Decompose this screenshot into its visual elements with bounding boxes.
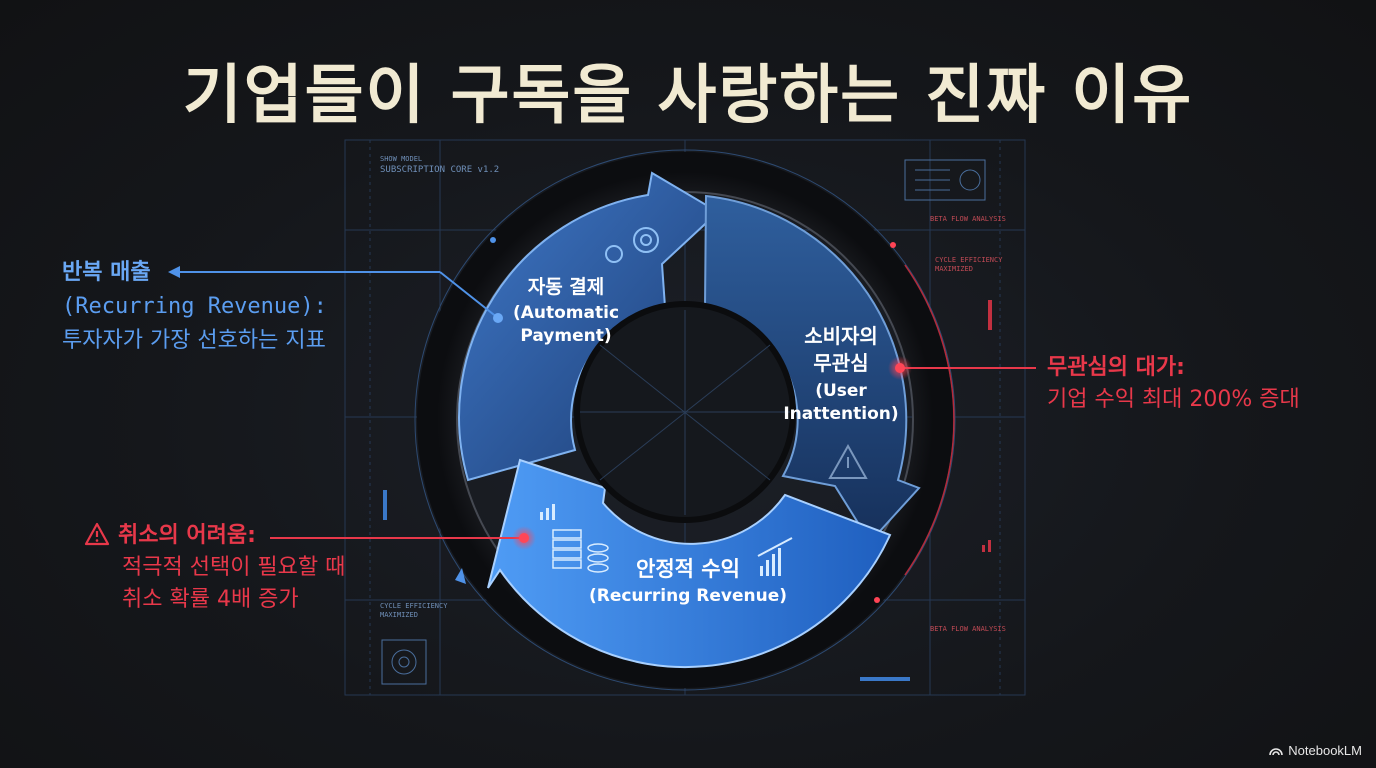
blueprint-target-icon — [382, 640, 426, 684]
segment-label-inattention-ko1: 소비자의 — [804, 324, 878, 348]
red-bar-indicator — [982, 300, 992, 552]
flow-tag-top: BETA FLOW ANALYSIS — [930, 215, 1006, 223]
warning-icon — [84, 522, 110, 546]
callout-cancel-difficulty: 취소의 어려움: 적극적 선택이 필요할 때 취소 확률 4배 증가 — [84, 520, 345, 616]
blue-marker-top — [490, 237, 496, 243]
segment-label-automatic-payment-ko: 자동 결제 — [528, 276, 605, 298]
notebooklm-logo-icon — [1269, 746, 1283, 756]
model-tag-line2: SUBSCRIPTION CORE v1.2 — [380, 165, 499, 175]
callout-inattention-heading: 무관심의 대가: — [1047, 352, 1300, 384]
callout-recurring-revenue: 반복 매출 (Recurring Revenue): 투자자가 가장 선호하는 … — [62, 256, 327, 358]
callout-recurring-body: 투자자가 가장 선호하는 지표 — [62, 324, 327, 358]
callout-inattention: 무관심의 대가: 기업 수익 최대 200% 증대 — [1047, 352, 1300, 416]
cycle-tag-left-2: MAXIMIZED — [380, 611, 418, 619]
blueprint-chip-icon — [905, 160, 985, 200]
cycle-tag-right-1: CYCLE EFFICIENCY — [935, 256, 1003, 264]
red-marker-bottom — [874, 597, 880, 603]
callout-cancel-heading: 취소의 어려움: — [118, 523, 256, 548]
brand-name: NotebookLM — [1288, 743, 1362, 758]
segment-label-revenue-ko: 안정적 수익 — [636, 557, 740, 581]
red-marker-top — [890, 242, 896, 248]
brand-watermark: NotebookLM — [1269, 743, 1362, 758]
model-tag-line1: SHOW MODEL — [380, 155, 422, 163]
cycle-tag-left-1: CYCLE EFFICIENCY — [380, 602, 448, 610]
cycle-tag-right-2: MAXIMIZED — [935, 265, 973, 273]
segment-label-revenue-en: (Recurring Revenue) — [589, 586, 787, 606]
callout-recurring-english: (Recurring Revenue): — [62, 290, 327, 324]
segment-label-inattention-en1: (User — [815, 381, 867, 401]
segment-label-inattention-ko2: 무관심 — [813, 351, 868, 375]
callout-inattention-body: 기업 수익 최대 200% 증대 — [1047, 384, 1300, 416]
callout-recurring-heading: 반복 매출 — [62, 256, 327, 290]
segment-label-automatic-payment-en1: (Automatic — [513, 303, 619, 323]
segment-label-automatic-payment-en2: Payment) — [520, 326, 611, 346]
callout-cancel-body-1: 적극적 선택이 필요할 때 — [84, 552, 345, 584]
callout-cancel-body-2: 취소 확률 4배 증가 — [84, 584, 345, 616]
flow-tag-bottom: BETA FLOW ANALYSIS — [930, 625, 1006, 633]
segment-label-inattention-en2: Inattention) — [783, 404, 898, 424]
